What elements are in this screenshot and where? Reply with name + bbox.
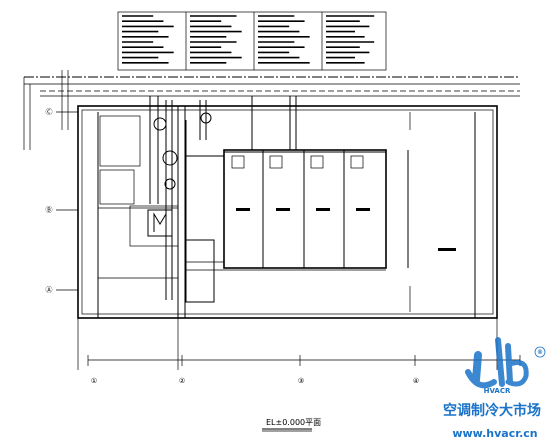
watermark-url: www.hvacr.cn — [452, 427, 537, 440]
grid-col-3: ③ — [298, 377, 304, 385]
column-grid-bubbles: ① ② ③ ④ — [91, 377, 419, 385]
watermark-brand: HVACR — [484, 387, 511, 395]
row-grid-bubbles: Ⓒ Ⓑ Ⓐ — [46, 108, 78, 294]
grid-row-b: Ⓑ — [46, 206, 53, 214]
hvacr-watermark: ® HVACR 空调制冷大市场 www.hvacr.cn — [443, 337, 546, 440]
legend-table — [117, 11, 387, 71]
building-outline — [77, 105, 498, 319]
drawing-title: EL±0.000平面 — [266, 418, 321, 427]
top-pipe-runs — [23, 70, 520, 150]
grid-col-4: ④ — [413, 377, 419, 385]
registered-mark: ® — [537, 349, 543, 356]
grid-col-1: ① — [91, 377, 97, 385]
grid-row-c: Ⓒ — [46, 108, 53, 116]
drawing-title-block: EL±0.000平面 — [262, 418, 321, 432]
grid-col-2: ② — [179, 377, 185, 385]
right-hall — [407, 112, 456, 312]
room-labels — [236, 208, 370, 211]
grid-row-a: Ⓐ — [46, 286, 53, 294]
bottom-dimension — [77, 318, 521, 370]
interior-partitions — [98, 106, 215, 318]
hvacr-logo-icon — [465, 337, 529, 389]
watermark-name: 空调制冷大市场 — [443, 402, 541, 419]
machine-room-piping — [147, 96, 297, 300]
cold-storage-rooms — [186, 149, 387, 271]
